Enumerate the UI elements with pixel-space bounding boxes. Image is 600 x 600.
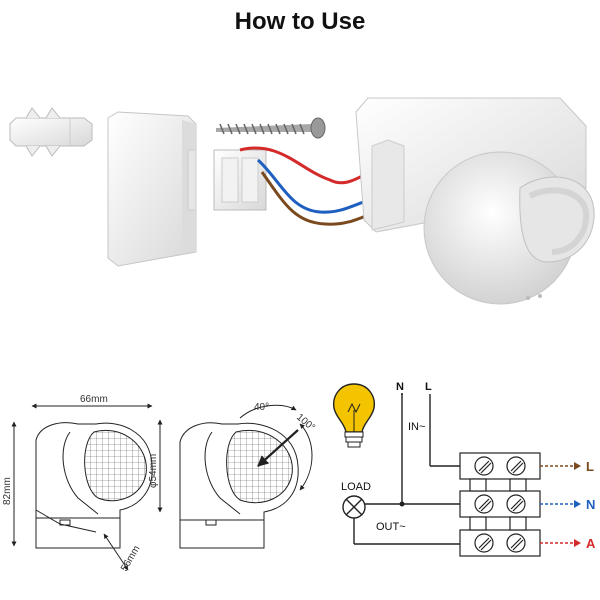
out-label: OUT~ (376, 521, 406, 533)
wire-l-label: L (425, 381, 432, 393)
depth-label: 56mm (119, 544, 142, 574)
sensor-unit (355, 97, 595, 305)
angle-vertical-label: 40° (254, 402, 269, 413)
terminal-label-a: A (586, 536, 596, 551)
terminal-block (213, 149, 267, 211)
terminal-block-diagram (459, 452, 541, 557)
wall-plug (9, 107, 93, 157)
light-bulb-icon (333, 383, 375, 448)
wiring-lines (353, 394, 460, 545)
terminal-arrows (574, 462, 581, 547)
page-title: How to Use (234, 8, 366, 35)
width-label: 66mm (80, 394, 108, 405)
terminal-wires (540, 465, 574, 544)
terminal-label-l: L (586, 459, 594, 474)
dimension-drawing-front (11, 403, 153, 571)
height-label: 82mm (2, 477, 13, 505)
in-label: IN~ (408, 421, 425, 433)
terminal-label-n: N (586, 497, 595, 512)
wire-n-label: N (396, 381, 404, 393)
load-label: LOAD (341, 481, 371, 493)
diameter-label: φ54mm (148, 454, 159, 488)
dimension-drawing-side (157, 404, 313, 549)
mounting-base (107, 111, 197, 267)
load-lamp-symbol (342, 495, 366, 519)
screw (216, 117, 326, 139)
